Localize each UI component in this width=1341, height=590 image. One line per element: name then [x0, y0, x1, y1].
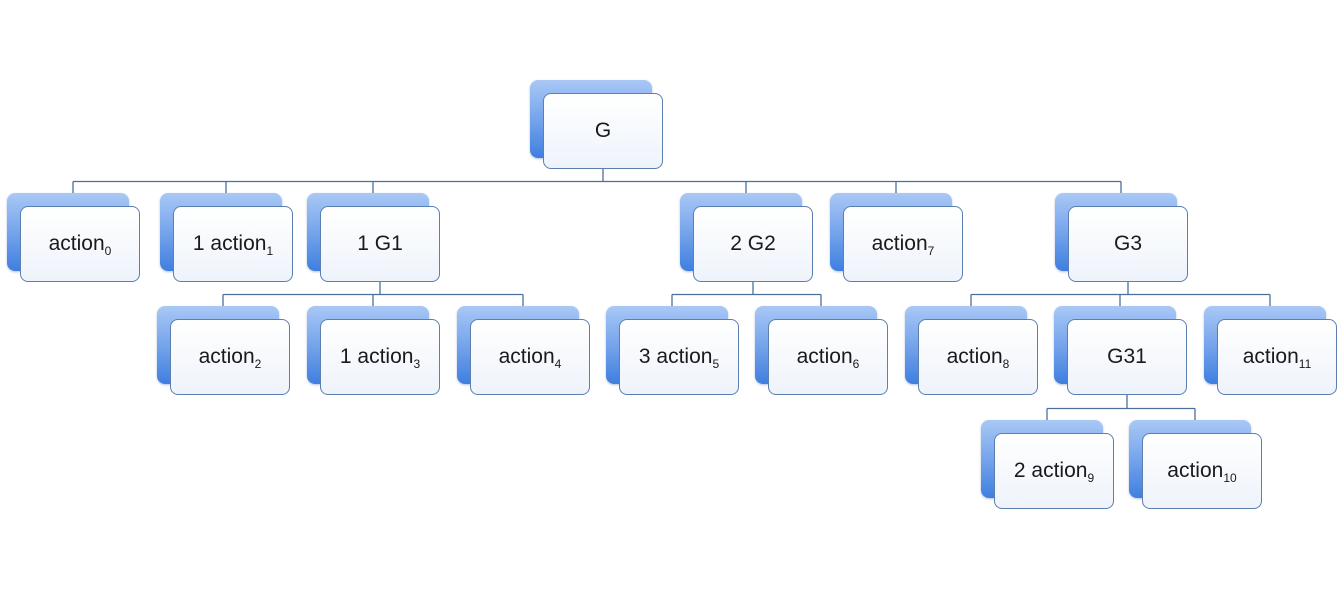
node-label: 1 action3 [339, 345, 421, 371]
node-card: 2 action9 [994, 433, 1114, 509]
node-label-text: G3 [1113, 232, 1142, 255]
node-label-subscript: 9 [1087, 471, 1095, 485]
node-card: 1 action1 [173, 206, 293, 282]
node-label: G3 [1114, 232, 1142, 256]
node-label-text: action [1242, 345, 1299, 368]
node-card: 3 action5 [619, 319, 739, 395]
node-label-text: 1 G1 [357, 232, 403, 255]
node-G31: G31 [1054, 306, 1189, 398]
node-G2: 2 G2 [680, 193, 815, 285]
node-label-text: action [498, 345, 555, 368]
node-label-text: action [48, 232, 105, 255]
node-card: action0 [20, 206, 140, 282]
node-card: action2 [170, 319, 290, 395]
node-card: action4 [470, 319, 590, 395]
node-card: action10 [1142, 433, 1262, 509]
node-action11: action11 [1204, 306, 1339, 398]
node-action8: action8 [905, 306, 1040, 398]
node-label-text: action [871, 232, 928, 255]
node-label-text: 1 action [192, 232, 267, 255]
node-label: action7 [871, 232, 935, 258]
node-label: action10 [1167, 459, 1237, 485]
node-card: action11 [1217, 319, 1337, 395]
node-label: action6 [796, 345, 860, 371]
node-label-subscript: 0 [104, 244, 112, 258]
node-label-subscript: 1 [266, 244, 274, 258]
node-label-subscript: 3 [413, 357, 421, 371]
node-label-subscript: 6 [852, 357, 860, 371]
node-action0: action0 [7, 193, 142, 285]
node-card: G3 [1068, 206, 1188, 282]
node-card: action8 [918, 319, 1038, 395]
node-label-text: 2 action [1013, 459, 1088, 482]
node-label-text: 3 action [638, 345, 713, 368]
node-label-text: action [198, 345, 255, 368]
node-label: 3 action5 [638, 345, 720, 371]
node-label-text: action [796, 345, 853, 368]
node-action4: action4 [457, 306, 592, 398]
node-action5: 3 action5 [606, 306, 741, 398]
node-G3: G3 [1055, 193, 1190, 285]
node-label: 1 action1 [192, 232, 274, 258]
node-label-text: G31 [1107, 345, 1147, 368]
node-action1: 1 action1 [160, 193, 295, 285]
node-label-text: 1 action [339, 345, 414, 368]
node-card: action6 [768, 319, 888, 395]
node-label-text: action [1167, 459, 1224, 482]
node-label-text: G [594, 119, 612, 142]
node-card: 1 action3 [320, 319, 440, 395]
node-label: 2 action9 [1013, 459, 1095, 485]
node-label-subscript: 11 [1298, 357, 1312, 371]
node-action6: action6 [755, 306, 890, 398]
node-action2: action2 [157, 306, 292, 398]
node-label: action0 [48, 232, 112, 258]
node-G: G [530, 80, 665, 172]
node-card: action7 [843, 206, 963, 282]
node-action7: action7 [830, 193, 965, 285]
node-action10: action10 [1129, 420, 1264, 512]
node-action9: 2 action9 [981, 420, 1116, 512]
node-card: G31 [1067, 319, 1187, 395]
node-label: G [595, 119, 611, 143]
node-action3: 1 action3 [307, 306, 442, 398]
node-label-text: 2 G2 [730, 232, 776, 255]
node-label: action2 [198, 345, 262, 371]
node-card: 1 G1 [320, 206, 440, 282]
node-label: 2 G2 [730, 232, 776, 256]
node-label: 1 G1 [357, 232, 403, 256]
node-label: action11 [1242, 345, 1312, 371]
node-label: action8 [946, 345, 1010, 371]
node-label-subscript: 10 [1223, 471, 1237, 485]
node-label-subscript: 4 [554, 357, 562, 371]
node-label-subscript: 8 [1002, 357, 1010, 371]
node-label-subscript: 2 [254, 357, 262, 371]
node-label-subscript: 7 [927, 244, 935, 258]
node-label-text: action [946, 345, 1003, 368]
node-G1: 1 G1 [307, 193, 442, 285]
node-label-subscript: 5 [712, 357, 720, 371]
node-card: G [543, 93, 663, 169]
node-label: action4 [498, 345, 562, 371]
node-card: 2 G2 [693, 206, 813, 282]
node-label: G31 [1107, 345, 1147, 369]
